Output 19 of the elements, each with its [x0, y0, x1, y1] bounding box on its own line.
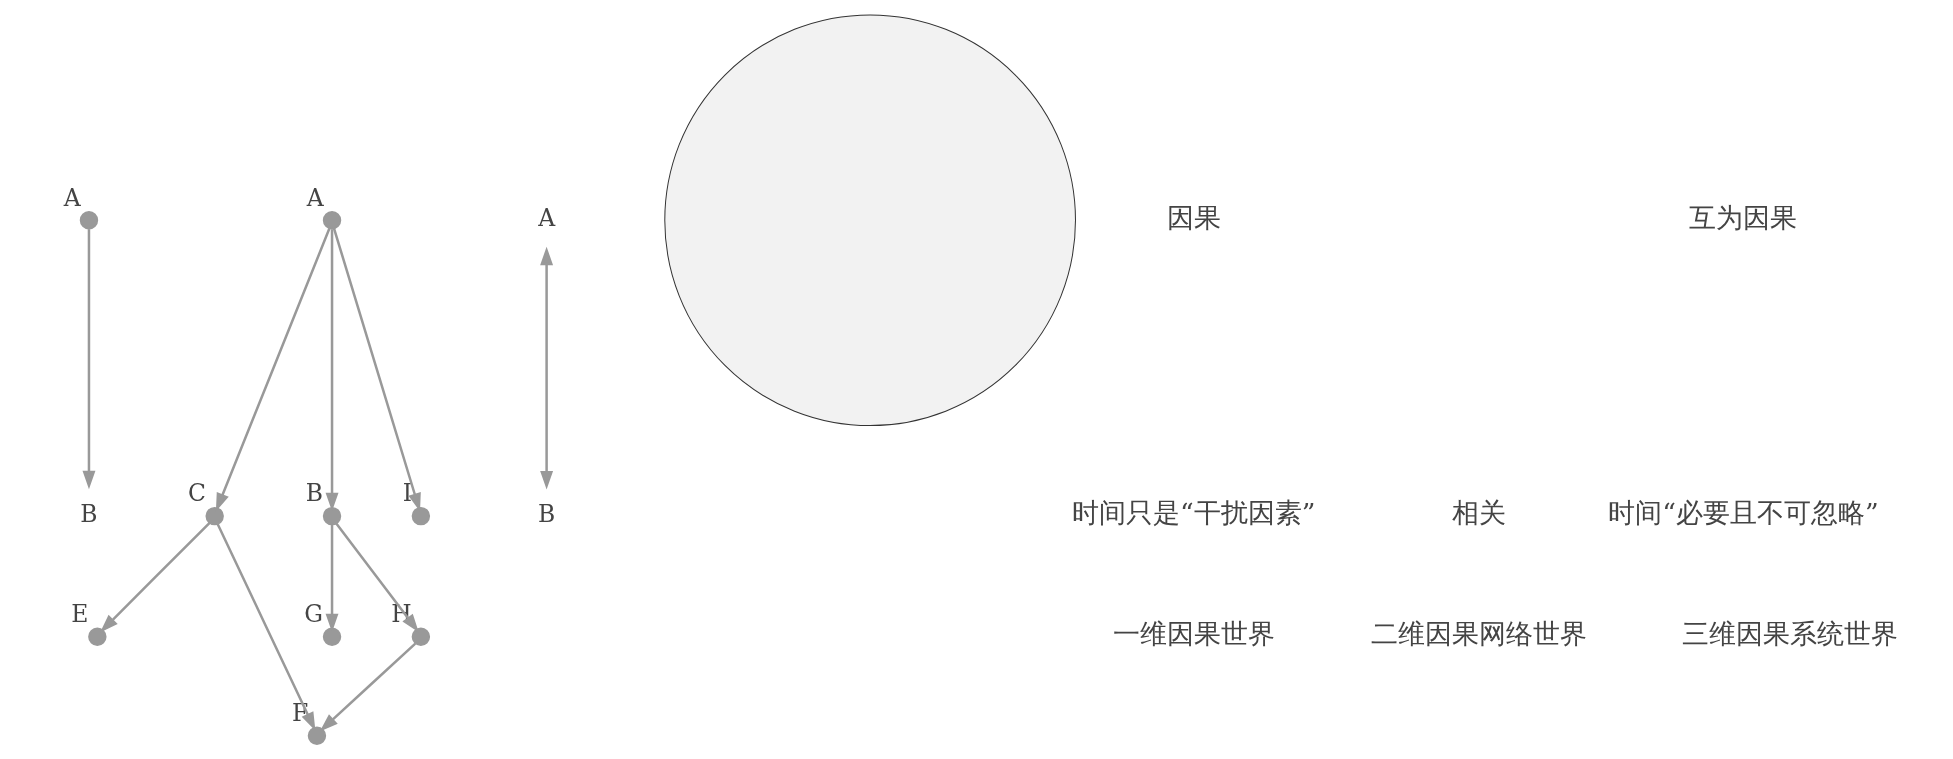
- node-label: I: [402, 479, 412, 508]
- node-label: F: [291, 698, 308, 727]
- node-label: G: [303, 600, 323, 629]
- node-label: A: [63, 183, 81, 212]
- node-text: B: [537, 500, 555, 529]
- node-label: C: [187, 479, 206, 508]
- node-label: B: [305, 479, 323, 508]
- label: 二维因果网络世界: [1370, 618, 1587, 650]
- label: 三维因果系统世界: [1681, 618, 1898, 650]
- label: 时间只是“干扰因素”: [1071, 497, 1315, 529]
- node-label: A: [306, 183, 324, 212]
- label: 因果: [1166, 201, 1221, 233]
- label: 相关: [1451, 497, 1506, 529]
- label: 互为因果: [1689, 201, 1797, 233]
- node-text: A: [537, 204, 555, 233]
- label: 一维因果世界: [1112, 618, 1275, 650]
- node-text: B: [79, 500, 98, 529]
- label: 时间“必要且不可忽略”: [1607, 497, 1879, 529]
- node-label: E: [70, 600, 88, 629]
